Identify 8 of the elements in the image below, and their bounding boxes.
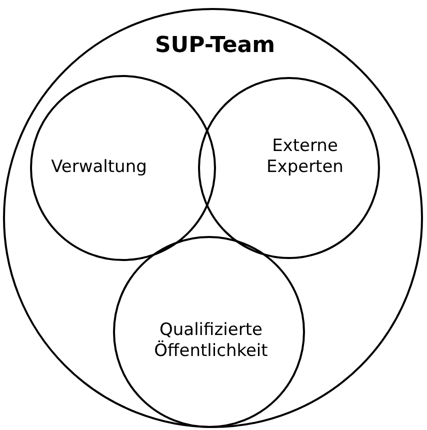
circle-label: Qualifizierte Öffentlichkeit: [153, 320, 269, 362]
venn-circle: [113, 236, 305, 428]
venn-circle: [3, 8, 423, 428]
circle-label: Externe Experten: [266, 136, 344, 178]
circle-label: Verwaltung: [50, 157, 148, 178]
venn-circle: [198, 77, 380, 259]
circle-title: SUP-Team: [154, 32, 276, 60]
venn-circle: [30, 75, 216, 261]
